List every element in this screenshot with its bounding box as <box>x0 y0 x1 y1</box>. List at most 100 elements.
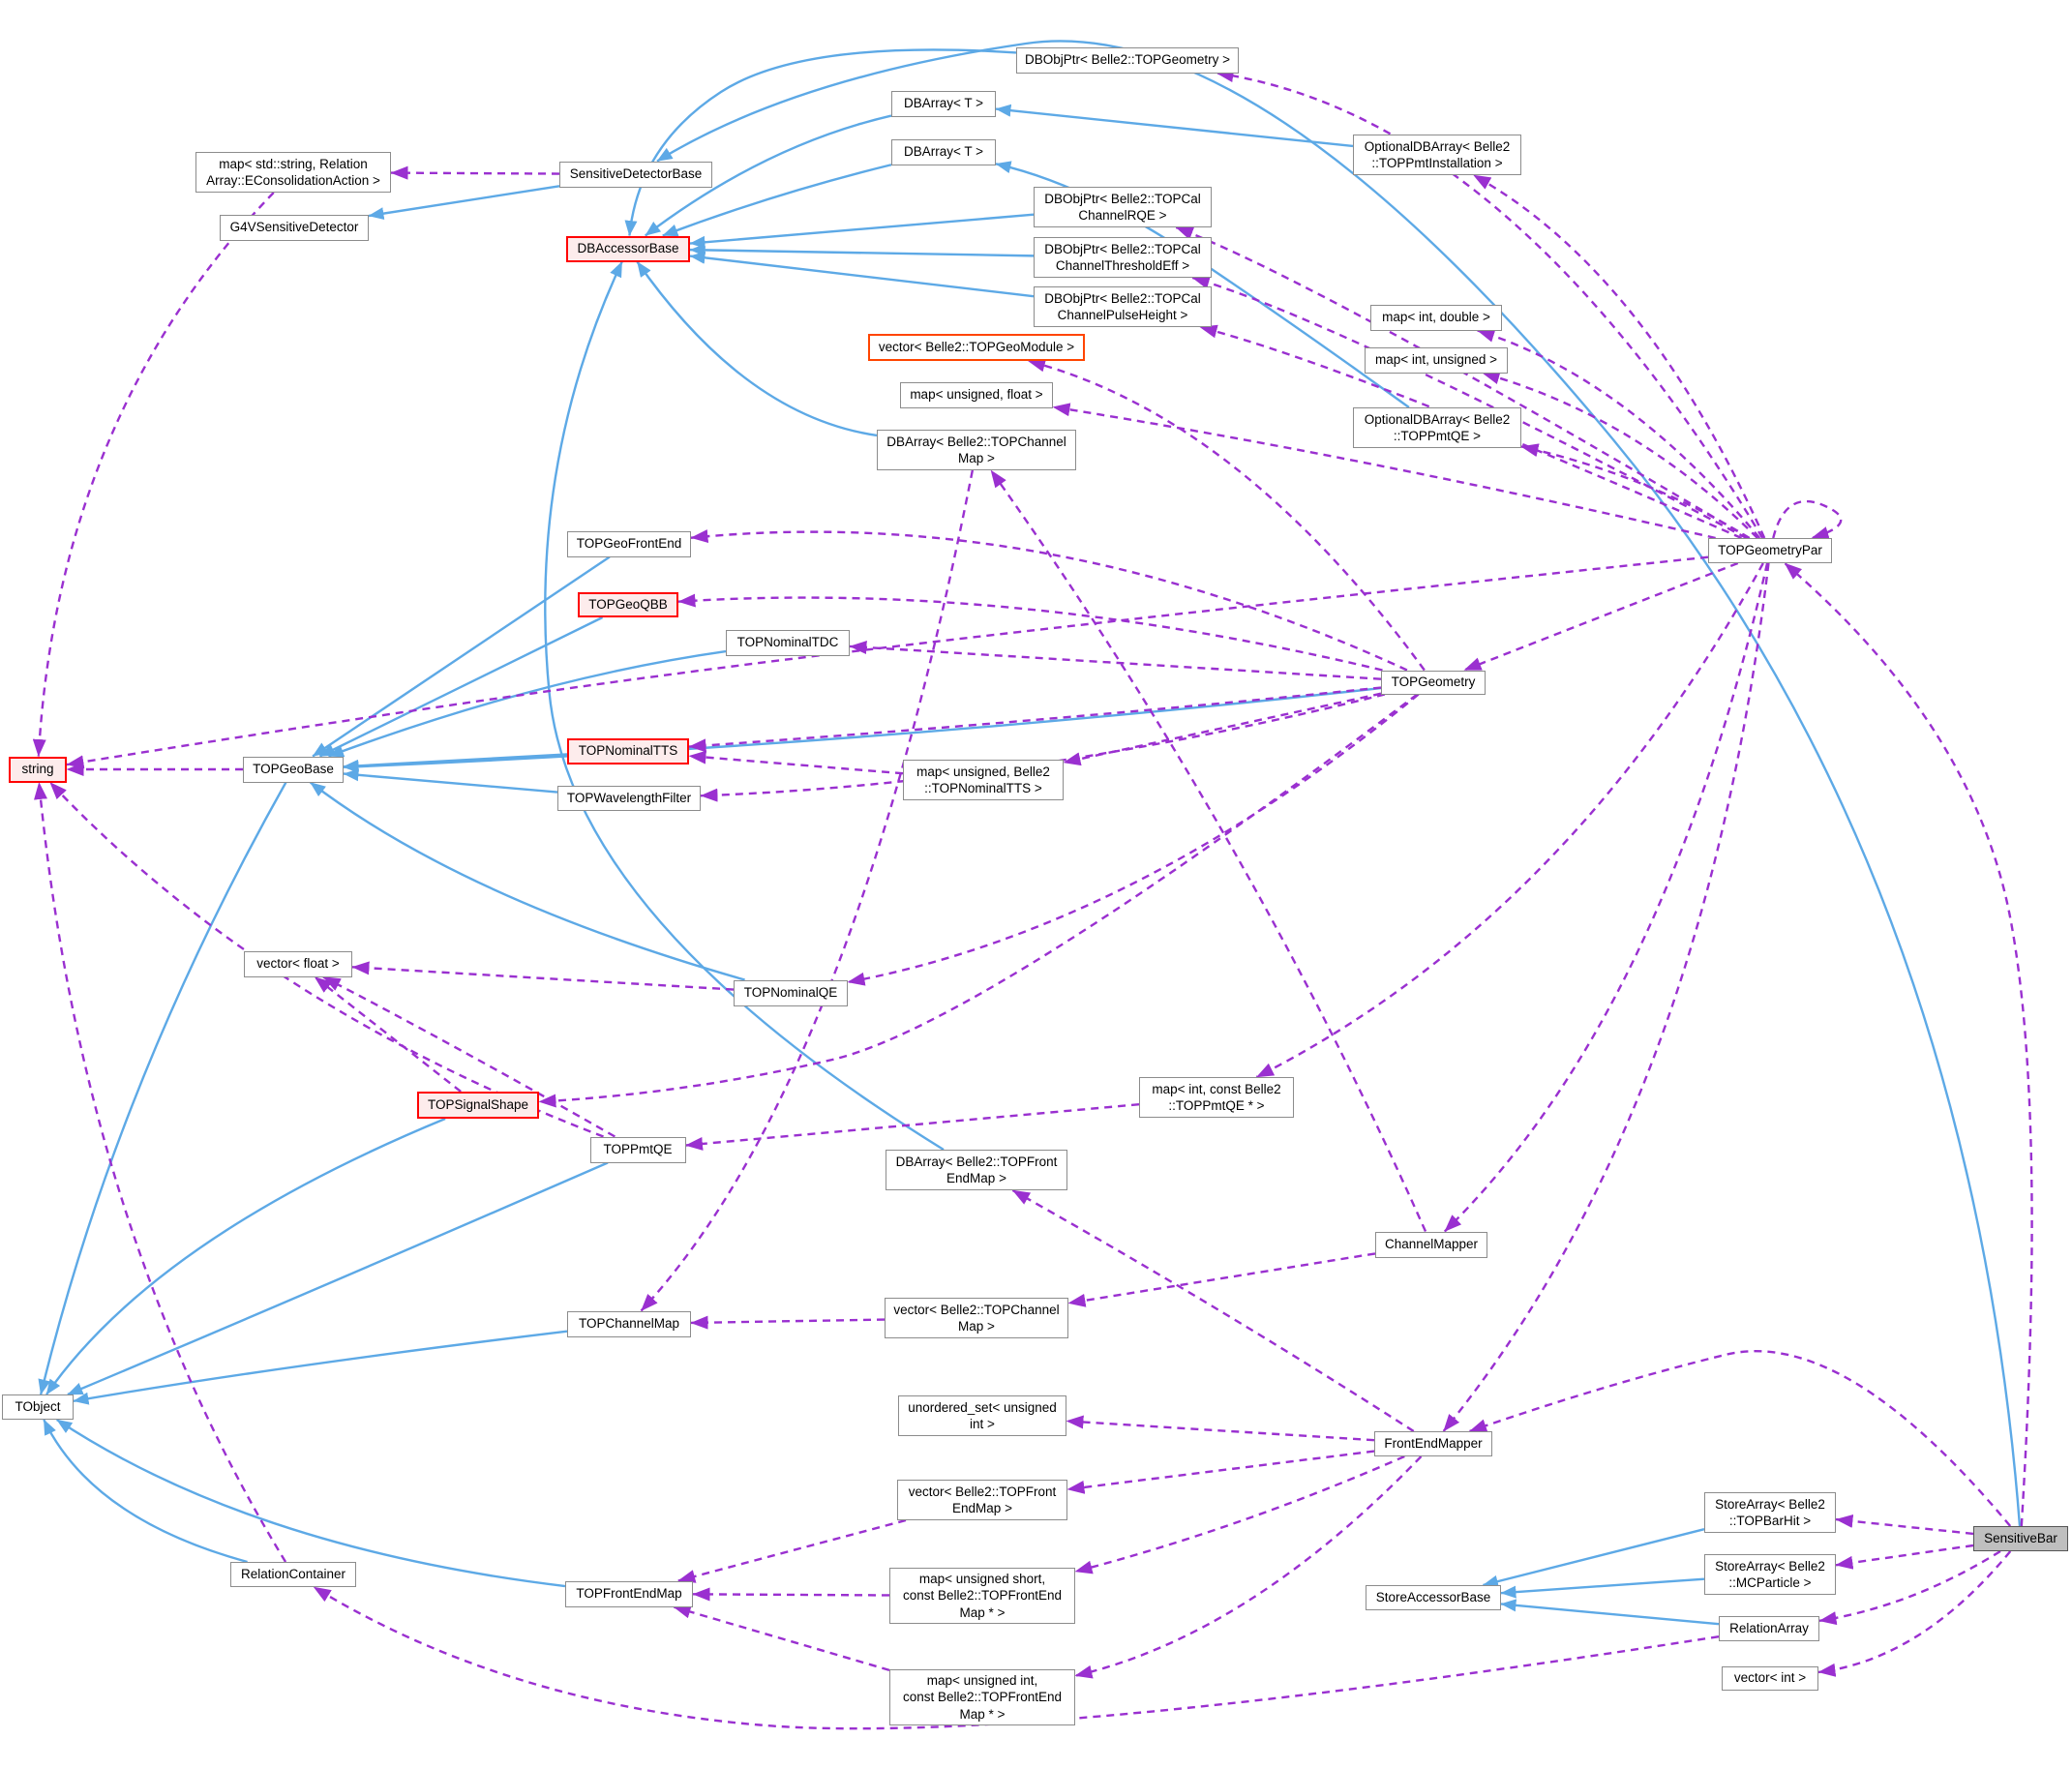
node-dba[interactable]: DBAccessorBase <box>566 235 690 262</box>
edge-dbarray-frontendmap-to-dba <box>544 260 945 1152</box>
edge-frontendmapper-to-vector-frontendmap <box>1066 1450 1375 1494</box>
node-topnominaltts[interactable]: TOPNominalTTS <box>567 737 689 765</box>
edge-topgeometrypar-to-opt-pmtinst <box>1473 173 1766 539</box>
edge-dbobj-rqe-to-dba <box>689 213 1035 249</box>
edge-topgeometrypar-to-dbobj-pulse <box>1199 324 1742 540</box>
node-vector-channelmap[interactable]: vector< Belle2::TOPChannel Map > <box>885 1298 1068 1338</box>
node-sdb[interactable]: SensitiveDetectorBase <box>559 161 712 188</box>
node-topgeometrypar[interactable]: TOPGeometryPar <box>1708 538 1832 563</box>
edge-topgeometrypar-to-frontendmapper <box>1442 562 1770 1432</box>
edge-topgeometrypar-to-dbobj-topgeo <box>1216 69 1764 539</box>
edge-dbarray-channelmap-to-topchannelmap <box>640 469 975 1312</box>
node-vector-float[interactable]: vector< float > <box>244 950 352 977</box>
node-dbobj-thresh[interactable]: DBObjPtr< Belle2::TOPCal ChannelThreshol… <box>1034 237 1212 278</box>
edge-toppmtqe-to-vector-float <box>322 975 616 1138</box>
edge-topchannelmap-to-tobject <box>73 1330 568 1405</box>
edge-topgeometrypar-to-map-int-pmtqe <box>1255 562 1764 1079</box>
edge-frontendmapper-to-map-ushort-fem <box>1074 1454 1405 1574</box>
edge-topgeobase-to-tobject <box>38 781 287 1395</box>
node-topgeoqbb[interactable]: TOPGeoQBB <box>578 592 678 617</box>
edge-topnominalqe-to-topgeobase <box>309 781 745 981</box>
edge-storearray-barhit-to-storeaccessorbase <box>1482 1528 1705 1588</box>
edge-relationarray-to-relationcontainer <box>313 1585 1720 1730</box>
edge-topwavelengthfilter-to-topgeobase <box>343 768 558 794</box>
node-g4v[interactable]: G4VSensitiveDetector <box>220 214 369 241</box>
edge-frontendmapper-to-unordered-set <box>1066 1415 1375 1442</box>
edge-sensitivebar-to-frontendmapper <box>1469 1350 2012 1527</box>
edge-map-ushort-fem-to-topfrontendmap <box>692 1587 890 1602</box>
node-map-unsigned-float[interactable]: map< unsigned, float > <box>900 381 1053 408</box>
edge-dbobj-pulse-to-dba <box>689 251 1035 298</box>
edge-topsignalshape-to-vector-float <box>314 975 462 1093</box>
edge-storearray-mcparticle-to-storeaccessorbase <box>1500 1577 1705 1599</box>
node-topgeobase[interactable]: TOPGeoBase <box>243 756 344 783</box>
node-map-uint-fem[interactable]: map< unsigned int, const Belle2::TOPFron… <box>889 1669 1075 1725</box>
edge-relationcontainer-to-string <box>34 782 287 1563</box>
node-dbarray-channelmap[interactable]: DBArray< Belle2::TOPChannel Map > <box>877 430 1076 470</box>
node-topgeometry[interactable]: TOPGeometry <box>1381 670 1486 695</box>
edge-topgeoqbb-to-topgeobase <box>318 615 604 758</box>
node-vector-int[interactable]: vector< int > <box>1722 1665 1818 1691</box>
node-topfrontendmap[interactable]: TOPFrontEndMap <box>565 1580 693 1607</box>
edge-map-uint-fem-to-topfrontendmap <box>673 1604 890 1672</box>
node-opt-pmtqe[interactable]: OptionalDBArray< Belle2 ::TOPPmtQE > <box>1353 407 1521 448</box>
edge-topgeometry-to-topnominalqe <box>847 693 1420 986</box>
node-dbarray-t1[interactable]: DBArray< T > <box>891 90 996 117</box>
node-relationarray[interactable]: RelationArray <box>1719 1616 1819 1641</box>
edge-vector-frontendmap-to-topfrontendmap <box>677 1518 907 1583</box>
edge-sensitivebar-to-storearray-barhit <box>1835 1514 1974 1536</box>
edge-topgeometry-to-vector-geomodule <box>1027 358 1426 672</box>
node-toppmtqe[interactable]: TOPPmtQE <box>589 1136 686 1163</box>
node-tobject[interactable]: TObject <box>2 1394 74 1420</box>
edge-topgeometrypar-to-map-int-unsigned <box>1482 371 1758 539</box>
node-storearray-mcparticle[interactable]: StoreArray< Belle2 ::MCParticle > <box>1704 1554 1836 1595</box>
node-dbobj-pulse[interactable]: DBObjPtr< Belle2::TOPCal ChannelPulseHei… <box>1034 286 1212 327</box>
node-vector-frontendmap[interactable]: vector< Belle2::TOPFront EndMap > <box>897 1480 1067 1520</box>
node-dbarray-t2[interactable]: DBArray< T > <box>891 138 996 165</box>
node-vector-geomodule[interactable]: vector< Belle2::TOPGeoModule > <box>868 334 1085 361</box>
edge-dbobj-thresh-to-dba <box>689 243 1035 257</box>
node-map-int-double[interactable]: map< int, double > <box>1370 304 1502 331</box>
node-topsignalshape[interactable]: TOPSignalShape <box>417 1092 539 1119</box>
node-map-unsigned-tts[interactable]: map< unsigned, Belle2 ::TOPNominalTTS > <box>903 760 1064 800</box>
edge-channelmapper-to-dbarray-channelmap <box>989 469 1427 1232</box>
node-dbobj-rqe[interactable]: DBObjPtr< Belle2::TOPCal ChannelRQE > <box>1034 187 1212 227</box>
node-map-econsolidation[interactable]: map< std::string, Relation Array::EConso… <box>195 152 391 193</box>
edge-topgeometrypar-to-map-unsigned-float <box>1052 403 1716 540</box>
edge-topgeometry-to-topgeofrontend <box>690 529 1408 672</box>
node-string[interactable]: string <box>9 756 67 783</box>
node-frontendmapper[interactable]: FrontEndMapper <box>1374 1431 1492 1456</box>
edge-topgeometrypar-to-dbobj-rqe <box>1175 225 1750 540</box>
node-map-int-unsigned[interactable]: map< int, unsigned > <box>1365 346 1508 374</box>
node-relationcontainer[interactable]: RelationContainer <box>230 1562 356 1587</box>
edge-relationcontainer-to-tobject <box>43 1419 248 1564</box>
edge-topgeometry-to-topgeoqbb <box>677 593 1383 672</box>
node-topnominalqe[interactable]: TOPNominalQE <box>734 979 848 1006</box>
node-topnominaltdc[interactable]: TOPNominalTDC <box>726 629 850 656</box>
edge-topgeometry-to-topsignalshape <box>538 693 1419 1108</box>
edge-topgeometry-to-topgeobase <box>343 686 1382 773</box>
node-topwavelengthfilter[interactable]: TOPWavelengthFilter <box>557 786 701 811</box>
node-dbarray-frontendmap[interactable]: DBArray< Belle2::TOPFront EndMap > <box>886 1150 1067 1190</box>
edge-opt-pmtinst-to-dbarray-t1 <box>995 104 1354 148</box>
node-map-int-pmtqe[interactable]: map< int, const Belle2 ::TOPPmtQE * > <box>1139 1077 1294 1118</box>
edge-map-int-pmtqe-to-toppmtqe <box>685 1103 1140 1151</box>
edge-topsignalshape-to-tobject <box>45 1117 446 1395</box>
edge-topgeometrypar-to-topgeometry <box>1463 561 1739 672</box>
node-storeaccessorbase[interactable]: StoreAccessorBase <box>1366 1585 1501 1610</box>
node-topgeofrontend[interactable]: TOPGeoFrontEnd <box>567 530 691 557</box>
edge-topgeometry-to-topnominaltdc <box>849 641 1382 680</box>
node-dbobj-topgeo[interactable]: DBObjPtr< Belle2::TOPGeometry > <box>1016 46 1239 74</box>
node-topchannelmap[interactable]: TOPChannelMap <box>567 1310 691 1337</box>
edge-toppmtqe-to-tobject <box>67 1161 609 1396</box>
node-sensitivebar[interactable]: SensitiveBar <box>1973 1526 2068 1551</box>
node-channelmapper[interactable]: ChannelMapper <box>1375 1231 1487 1258</box>
node-unordered-set[interactable]: unordered_set< unsigned int > <box>898 1395 1066 1436</box>
edge-sensitivebar-to-storearray-mcparticle <box>1835 1544 1974 1570</box>
node-map-ushort-fem[interactable]: map< unsigned short, const Belle2::TOPFr… <box>889 1568 1075 1624</box>
node-opt-pmtinst[interactable]: OptionalDBArray< Belle2 ::TOPPmtInstalla… <box>1353 135 1521 175</box>
edge-topgeometrypar-to-string <box>66 555 1709 769</box>
node-storearray-barhit[interactable]: StoreArray< Belle2 ::TOPBarHit > <box>1704 1492 1836 1533</box>
edge-topnominalqe-to-vector-float <box>351 961 735 991</box>
edge-sensitivebar-to-topgeometrypar <box>1784 562 2033 1527</box>
